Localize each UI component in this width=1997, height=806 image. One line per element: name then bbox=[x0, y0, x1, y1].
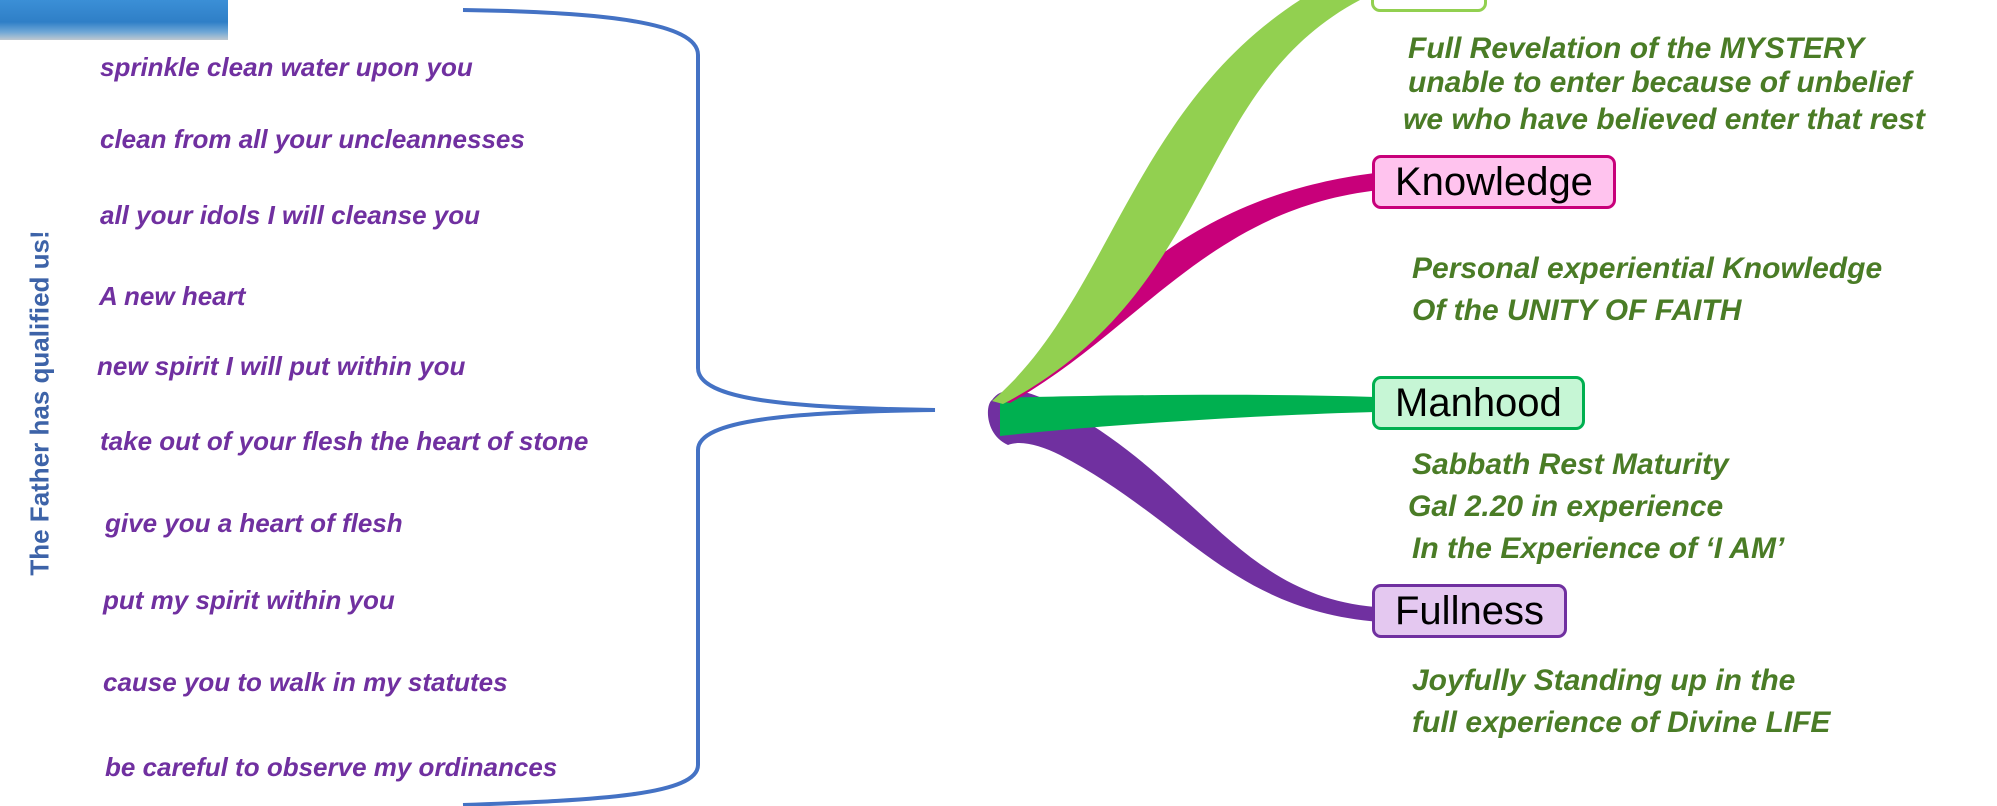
promise-item: sprinkle clean water upon you bbox=[100, 52, 473, 82]
description-line: In the Experience of ‘I AM’ bbox=[1412, 532, 1785, 565]
promise-item: cause you to walk in my statutes bbox=[103, 667, 508, 697]
revelation-description: Full Revelation of the MYSTERY unable to… bbox=[1403, 28, 1925, 141]
description-line: Of the UNITY OF FAITH bbox=[1412, 294, 1742, 327]
knowledge-description: Personal experiential Knowledge Of the U… bbox=[1412, 248, 1882, 332]
node-knowledge: Knowledge bbox=[1372, 155, 1616, 209]
description-line: Personal experiential Knowledge bbox=[1412, 252, 1883, 285]
branch-ribbon-manhood bbox=[1000, 394, 1375, 436]
description-line: unable to enter because of unbelief bbox=[1408, 66, 1912, 99]
promise-item: be careful to observe my ordinances bbox=[105, 752, 558, 782]
branch-ribbon-knowledge bbox=[995, 173, 1380, 403]
description-line: full experience of Divine LIFE bbox=[1412, 706, 1831, 739]
promise-item: A new heart bbox=[99, 281, 246, 311]
description-line: we who have believed enter that rest bbox=[1403, 103, 1925, 136]
thumbnail-image bbox=[0, 0, 228, 40]
fullness-description: Joyfully Standing up in the full experie… bbox=[1412, 660, 1830, 744]
promise-item: all your idols I will cleanse you bbox=[100, 200, 481, 230]
description-line: Gal 2.20 in experience bbox=[1408, 490, 1724, 523]
promise-item: clean from all your uncleannesses bbox=[100, 124, 525, 154]
promise-item: take out of your flesh the heart of ston… bbox=[100, 426, 589, 456]
curly-brace bbox=[462, 8, 936, 806]
manhood-description: Sabbath Rest Maturity Gal 2.20 in experi… bbox=[1408, 444, 1785, 570]
branch-ribbon-revelation bbox=[992, 0, 1360, 404]
promise-item: new spirit I will put within you bbox=[97, 351, 466, 381]
description-line: Sabbath Rest Maturity bbox=[1412, 448, 1729, 481]
node-revelation bbox=[1371, 0, 1487, 12]
branch-ribbon-fullness bbox=[987, 390, 1380, 622]
description-line: Joyfully Standing up in the bbox=[1412, 664, 1796, 697]
node-fullness: Fullness bbox=[1372, 584, 1567, 638]
description-line: Full Revelation of the MYSTERY bbox=[1408, 32, 1865, 65]
node-manhood: Manhood bbox=[1372, 376, 1585, 430]
promise-item: put my spirit within you bbox=[103, 585, 395, 615]
promise-item: give you a heart of flesh bbox=[105, 508, 403, 538]
